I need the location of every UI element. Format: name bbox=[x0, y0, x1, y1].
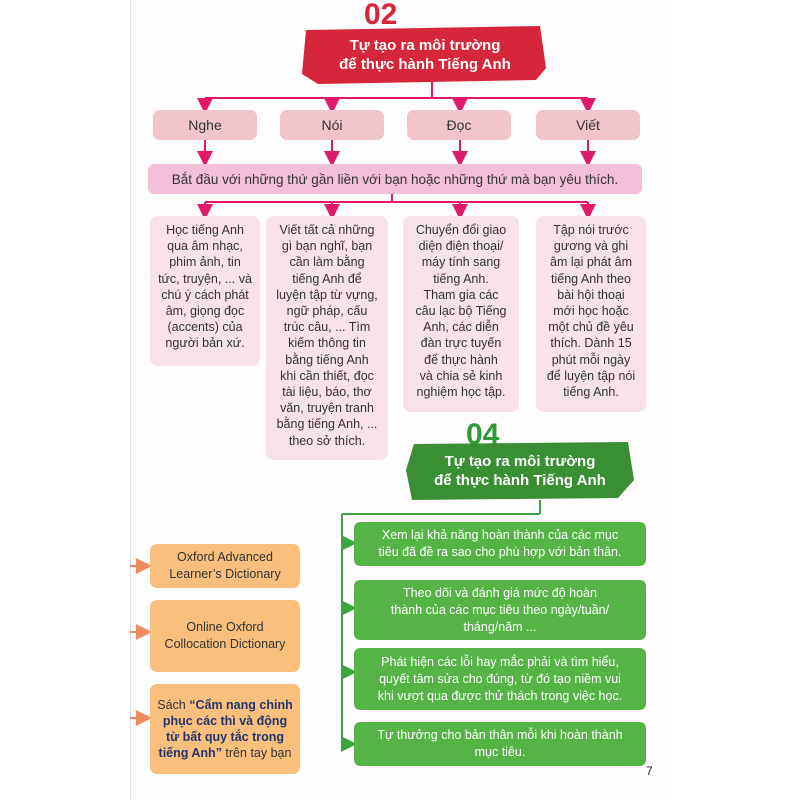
tip-line: tiếng Anh để bbox=[292, 271, 362, 286]
tip-line: tiếng Anh. bbox=[433, 271, 489, 286]
tip-line: tài liệu, báo, thơ bbox=[282, 385, 372, 400]
tip-line: mới học hoặc bbox=[553, 304, 629, 319]
tip-line: (accents) của bbox=[167, 320, 243, 335]
resource-grammar-book: Sách “Cẩm nang chinh phục các thì và độn… bbox=[150, 684, 300, 774]
tip-line: Chuyển đổi giao bbox=[415, 223, 507, 237]
tip-line: thích. Dành 15 bbox=[550, 336, 632, 351]
section-02-banner-shape bbox=[302, 26, 546, 84]
tip-line: cần làm bằng bbox=[289, 255, 365, 270]
tip-line: chú ý cách phát bbox=[161, 287, 249, 302]
step-reward-yourself: Tự thưởng cho bản thân mỗi khi hoàn thàn… bbox=[354, 722, 646, 766]
tip-line: để thực hành bbox=[424, 352, 498, 367]
step-line: khi vượt qua được thử thách trong việc h… bbox=[377, 688, 623, 703]
resource-prefix: Sách bbox=[157, 698, 190, 712]
section-04-title-line2: để thực hành Tiếng Anh bbox=[434, 472, 606, 489]
tip-line: Viết tất cả những bbox=[279, 223, 375, 237]
tip-line: qua âm nhạc, bbox=[167, 239, 243, 254]
tip-line: nghiệm học tập. bbox=[416, 385, 506, 400]
tip-box-listening: Học tiếng Anh qua âm nhạc, phim ảnh, tin… bbox=[150, 216, 260, 366]
tip-line: một chủ đề yêu bbox=[548, 320, 634, 335]
tip-line: gương và ghi bbox=[553, 239, 629, 254]
tip-line: tức, truyện, ... và bbox=[158, 271, 252, 286]
tip-line: trúc câu, ... Tìm bbox=[283, 320, 371, 335]
resource-book-title: “Cẩm nang chinh phục các thì và động từ … bbox=[158, 698, 293, 760]
tip-line: để luyện tập nói bbox=[546, 368, 636, 383]
step-line: Phát hiện các lỗi hay mắc phải và tìm hi… bbox=[381, 654, 619, 669]
tip-line: Học tiếng Anh bbox=[166, 223, 244, 237]
step-fix-mistakes: Phát hiện các lỗi hay mắc phải và tìm hi… bbox=[354, 648, 646, 710]
tip-line: người bản xứ. bbox=[165, 336, 245, 351]
tip-line: khi cần thiết, đọc bbox=[280, 368, 374, 383]
tip-line: và chia sẻ kinh bbox=[419, 368, 503, 383]
skill-listening: Nghe bbox=[153, 110, 257, 140]
step-review-goals: Xem lại khả năng hoàn thành của các mục t… bbox=[354, 522, 646, 566]
skill-reading: Đọc bbox=[407, 110, 511, 140]
tip-line: kiếm thông tin bbox=[288, 336, 366, 351]
intro-bar: Bắt đầu với những thứ gần liền với bạn h… bbox=[148, 164, 642, 194]
tip-line: bài hội thoại bbox=[557, 287, 625, 302]
step-line: Tự thưởng cho bản thân mỗi khi hoàn thàn… bbox=[377, 728, 623, 742]
tip-line: theo sở thích. bbox=[288, 433, 366, 448]
step-line: tiêu đã đề ra sao cho phù hợp với bản th… bbox=[378, 545, 622, 559]
tip-line: âm lại phát âm bbox=[550, 255, 632, 270]
resource-line: Oxford Advanced bbox=[177, 550, 273, 564]
step-track-progress: Theo dõi và đánh giá mức độ hoàn thành củ… bbox=[354, 580, 646, 640]
tip-box-reading: Chuyển đổi giao diện điện thoại/ máy tín… bbox=[403, 216, 519, 412]
tip-line: bằng tiếng Anh bbox=[285, 352, 369, 367]
resource-suffix: trên tay bạn bbox=[221, 746, 292, 760]
tip-line: Tập nói trước bbox=[553, 223, 629, 237]
resource-line: Online Oxford bbox=[186, 620, 264, 634]
step-line: Xem lại khả năng hoàn thành của các mục bbox=[381, 528, 619, 542]
tip-box-writing: Tập nói trước gương và ghi âm lại phát â… bbox=[536, 216, 646, 412]
resource-line: Collocation Dictionary bbox=[164, 637, 286, 651]
tip-line: ngữ pháp, cấu bbox=[286, 304, 368, 319]
tip-line: phút mỗi ngày bbox=[551, 352, 631, 367]
skill-speaking: Nói bbox=[280, 110, 384, 140]
tip-line: âm, giọng đọc bbox=[165, 304, 245, 319]
tip-line: Anh, các diễn bbox=[423, 320, 499, 335]
section-04-title: Tự tạo ra môi trường để thực hành Tiếng … bbox=[404, 443, 636, 499]
tip-line: luyện tập từ vựng, bbox=[276, 287, 378, 302]
page-number: 7 bbox=[646, 764, 653, 778]
step-line: quyết tâm sửa cho đúng, từ đó tạo niềm v… bbox=[379, 671, 621, 686]
tip-line: phim ảnh, tin bbox=[169, 255, 241, 270]
step-line: thành của các mục tiêu theo ngày/tuần/ bbox=[390, 602, 610, 617]
section-number-02: 02 bbox=[364, 0, 398, 31]
step-line: tháng/năm ... bbox=[463, 619, 537, 634]
section-04-banner-shape bbox=[406, 442, 634, 500]
tip-line: câu lạc bộ Tiếng bbox=[415, 304, 507, 319]
tip-line: diện điện thoại/ bbox=[418, 239, 504, 254]
tip-box-speaking: Viết tất cả những gì bạn nghĩ, bạn cần l… bbox=[266, 216, 388, 460]
step-line: mục tiêu. bbox=[474, 745, 526, 759]
tip-line: văn, truyện tranh bbox=[280, 401, 374, 416]
tip-line: gì bạn nghĩ, bạn bbox=[281, 239, 373, 254]
tip-line: máy tính sang bbox=[421, 255, 501, 270]
step-line: Theo dõi và đánh giá mức độ hoàn bbox=[403, 585, 597, 600]
tip-line: đàn trực tuyến bbox=[420, 336, 502, 351]
tip-line: tiếng Anh. bbox=[563, 385, 619, 400]
section-02-title-line1: Tự tạo ra môi trường bbox=[349, 37, 501, 54]
tip-line: tiếng Anh theo bbox=[551, 271, 631, 286]
tip-line: Tham gia các bbox=[423, 287, 499, 302]
resource-line: Learner’s Dictionary bbox=[169, 567, 281, 581]
skill-writing: Viết bbox=[536, 110, 640, 140]
section-04-title-line1: Tự tạo ra môi trường bbox=[444, 453, 596, 470]
section-02-title-line2: để thực hành Tiếng Anh bbox=[339, 56, 511, 73]
tip-line: bằng tiếng Anh, ... bbox=[276, 417, 378, 432]
section-02-title: Tự tạo ra môi trường để thực hành Tiếng … bbox=[300, 26, 550, 84]
